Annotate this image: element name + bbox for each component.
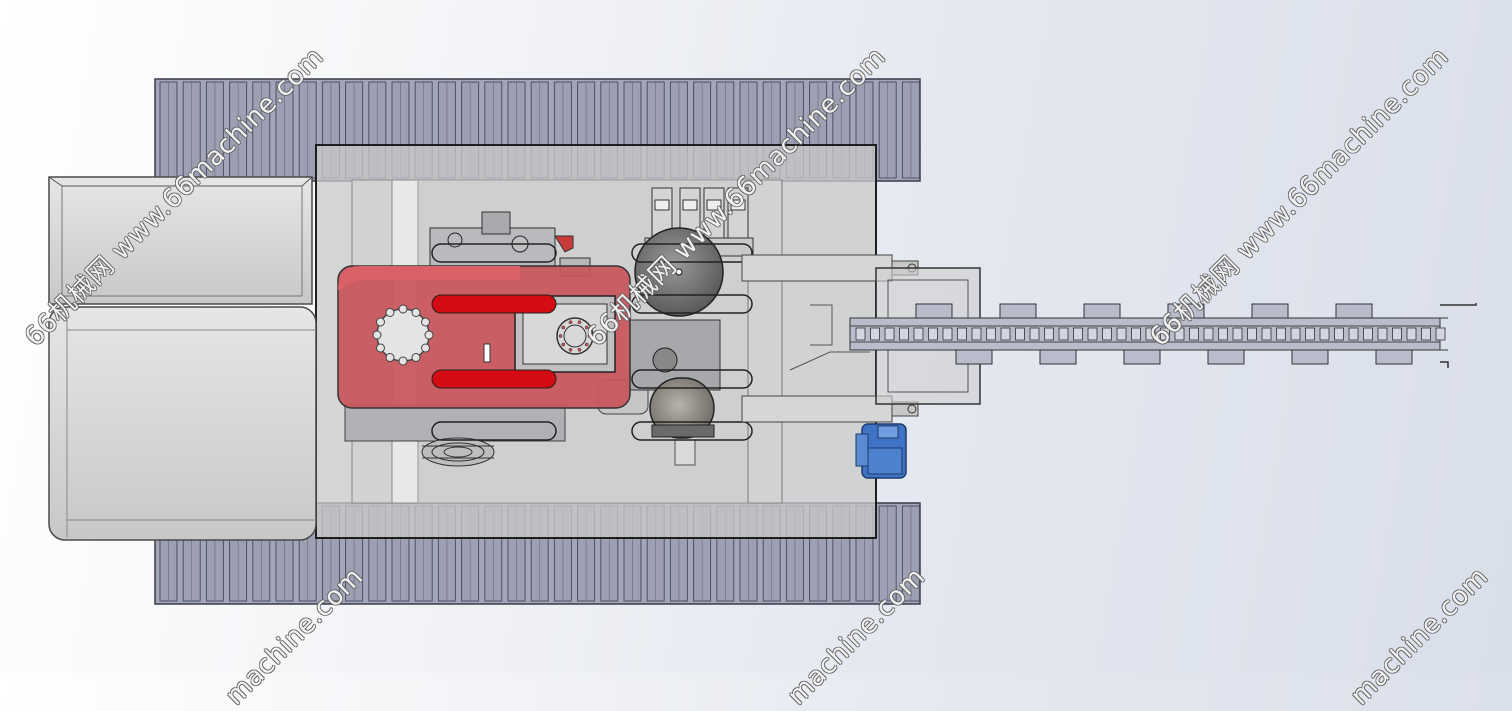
cap-knurl <box>385 307 395 317</box>
chain-link <box>870 327 880 341</box>
chain-link <box>1261 327 1272 341</box>
cap-knurl <box>398 356 408 366</box>
drum-lower <box>649 377 715 439</box>
cap-knurl <box>421 317 431 327</box>
chain-link <box>1029 327 1040 341</box>
mounting-slots <box>431 243 753 441</box>
cap-knurl <box>385 353 395 363</box>
gear-dot <box>584 325 589 330</box>
drum-upper <box>634 227 724 317</box>
filter-cap <box>682 199 698 211</box>
chain-link <box>1319 327 1330 341</box>
cap-knurl <box>375 317 385 327</box>
cap-knurl <box>421 343 431 353</box>
cap-knurl <box>372 330 382 340</box>
chain-link <box>1377 327 1388 341</box>
gear-dot <box>577 347 582 352</box>
filter-canister <box>703 187 725 241</box>
chain-link <box>1290 327 1301 341</box>
cap-knurl <box>411 307 421 317</box>
cutter-tooth <box>1335 303 1373 319</box>
chain-link <box>1232 327 1243 341</box>
chain-link <box>884 327 895 341</box>
chain-link <box>1203 327 1214 341</box>
chain-link <box>1102 327 1112 341</box>
gear-dot <box>584 342 589 347</box>
chain-link <box>1174 327 1185 341</box>
chain-link <box>1348 327 1359 341</box>
chain-link <box>1058 327 1069 341</box>
gear-dot <box>568 347 573 352</box>
cutter-tooth <box>1083 303 1121 319</box>
cap-knurl <box>375 343 385 353</box>
chain-link <box>913 327 924 341</box>
chain-link <box>928 327 938 341</box>
chain-link <box>1145 327 1156 341</box>
cap-knurl <box>411 353 421 363</box>
chain-link <box>1247 327 1257 341</box>
chain-link <box>1189 327 1199 341</box>
filter-cap <box>730 199 746 211</box>
gear-dot <box>568 320 573 325</box>
chain-link <box>1363 327 1373 341</box>
hydraulic-cylinders <box>741 254 919 423</box>
cutter-tooth <box>1251 303 1289 319</box>
chain-link <box>986 327 996 341</box>
engine-hood <box>337 265 631 409</box>
rear-counterweight <box>48 176 317 541</box>
chain-link <box>1392 327 1402 341</box>
chain-link <box>1218 327 1228 341</box>
pulley <box>421 437 495 467</box>
chain-link <box>855 327 866 341</box>
chain-link <box>899 327 909 341</box>
filter-cap <box>654 199 670 211</box>
chain-link <box>957 327 967 341</box>
chain-boom <box>849 303 1477 368</box>
cad-drawing <box>48 78 1477 605</box>
chain-link <box>1087 327 1098 341</box>
cutter-tooth <box>1375 349 1413 365</box>
filter-cap <box>706 199 722 211</box>
cutter-tooth <box>1167 303 1205 319</box>
chain-link <box>1160 327 1170 341</box>
cutter-tooth <box>1207 349 1245 365</box>
filter-canister <box>727 187 749 241</box>
chain-link <box>1000 327 1011 341</box>
chain-link <box>1334 327 1344 341</box>
gear-dot <box>561 342 566 347</box>
cutter-tooth <box>1039 349 1077 365</box>
chain-link <box>1015 327 1025 341</box>
gear-dot <box>587 334 592 338</box>
chain-link <box>1305 327 1315 341</box>
hydraulic-motor <box>855 423 907 479</box>
chain-link <box>1421 327 1431 341</box>
cutter-tooth <box>915 303 953 319</box>
chain-link <box>1406 327 1417 341</box>
chain-link <box>1073 327 1083 341</box>
chain-link <box>1435 327 1446 341</box>
chain-link <box>1044 327 1054 341</box>
cutter-tooth <box>1123 349 1161 365</box>
cutter-tooth <box>999 303 1037 319</box>
cutter-tooth <box>955 349 993 365</box>
chain-link <box>971 327 982 341</box>
cap-knurl <box>424 330 434 340</box>
cap-knurl <box>398 304 408 314</box>
chain-link <box>942 327 953 341</box>
gear-dot <box>561 325 566 330</box>
chain-link <box>1131 327 1141 341</box>
cutter-tooth <box>1291 349 1329 365</box>
chain-link <box>1116 327 1127 341</box>
gear-dot <box>558 334 563 338</box>
chain-link <box>1276 327 1286 341</box>
gear-dot <box>577 320 582 325</box>
